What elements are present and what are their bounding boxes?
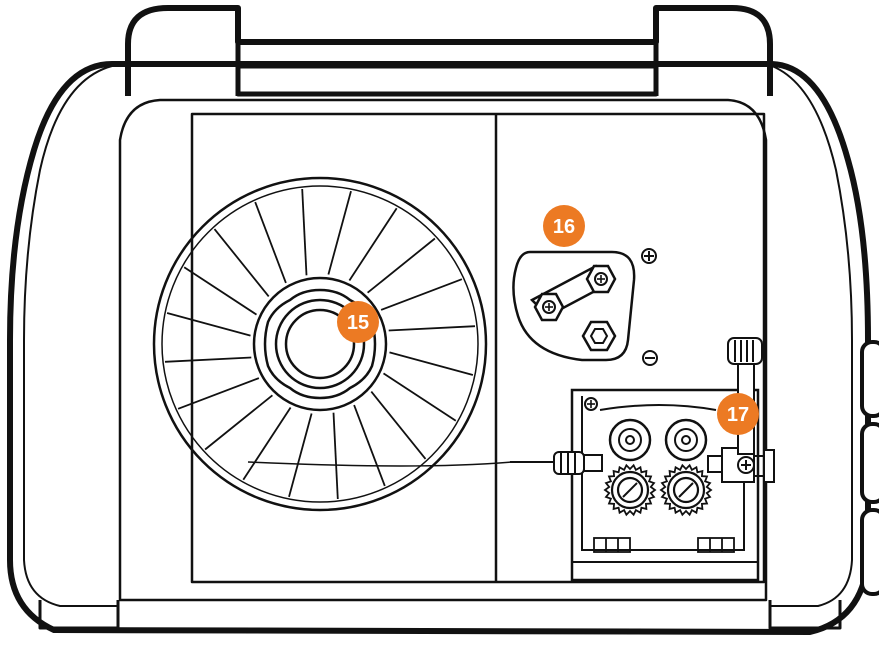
plus-terminal-icon xyxy=(641,248,657,264)
spool-spoke xyxy=(164,356,252,363)
callout-17-label: 17 xyxy=(727,404,749,426)
feed-wire xyxy=(247,461,513,467)
feeder-terminals-right xyxy=(697,537,735,553)
polarity-terminal-board xyxy=(512,250,636,362)
spool-spoke xyxy=(166,312,251,337)
carry-handle xyxy=(125,5,773,97)
drive-gear-slot xyxy=(622,482,638,498)
spool-spokes xyxy=(164,188,476,500)
side-connectors xyxy=(860,340,879,596)
spool-spoke xyxy=(183,266,257,316)
minus-terminal-icon xyxy=(642,350,658,366)
spool-spoke xyxy=(242,407,292,481)
wire-spool xyxy=(152,176,513,512)
spool-spoke xyxy=(288,413,313,498)
callout-15-label: 15 xyxy=(347,312,369,334)
callout-16: 16 xyxy=(543,205,585,247)
wire-inlet-guide xyxy=(510,451,603,475)
machine-body xyxy=(7,61,871,635)
spool-spoke xyxy=(388,325,476,332)
spool-spoke xyxy=(301,188,308,276)
drive-gears xyxy=(603,463,713,517)
spool-spoke xyxy=(254,201,287,284)
spool-spoke xyxy=(177,377,260,410)
spool-spoke xyxy=(213,228,270,297)
feeder-terminals-left xyxy=(593,537,631,553)
spool-spoke xyxy=(348,207,398,281)
spool-spoke xyxy=(383,372,457,422)
drive-gear-ring xyxy=(616,476,644,504)
spool-spoke xyxy=(380,278,463,311)
spool-spoke xyxy=(327,190,352,275)
spool-spoke xyxy=(367,237,436,294)
drive-gear xyxy=(603,463,657,517)
callout-16-label: 16 xyxy=(553,216,575,238)
drive-gear-ring xyxy=(610,470,650,510)
drive-gear xyxy=(659,463,713,517)
drive-gear-ring xyxy=(672,476,700,504)
spool-spoke xyxy=(370,391,427,460)
drive-gear-ring xyxy=(666,470,706,510)
drive-gear-slot xyxy=(678,482,694,498)
callout-15: 15 xyxy=(337,301,379,343)
callout-17: 17 xyxy=(717,393,759,435)
spool-spoke xyxy=(353,404,386,487)
spool-spoke xyxy=(204,394,273,451)
spool-spoke xyxy=(389,351,474,376)
spool-spoke xyxy=(332,412,339,500)
